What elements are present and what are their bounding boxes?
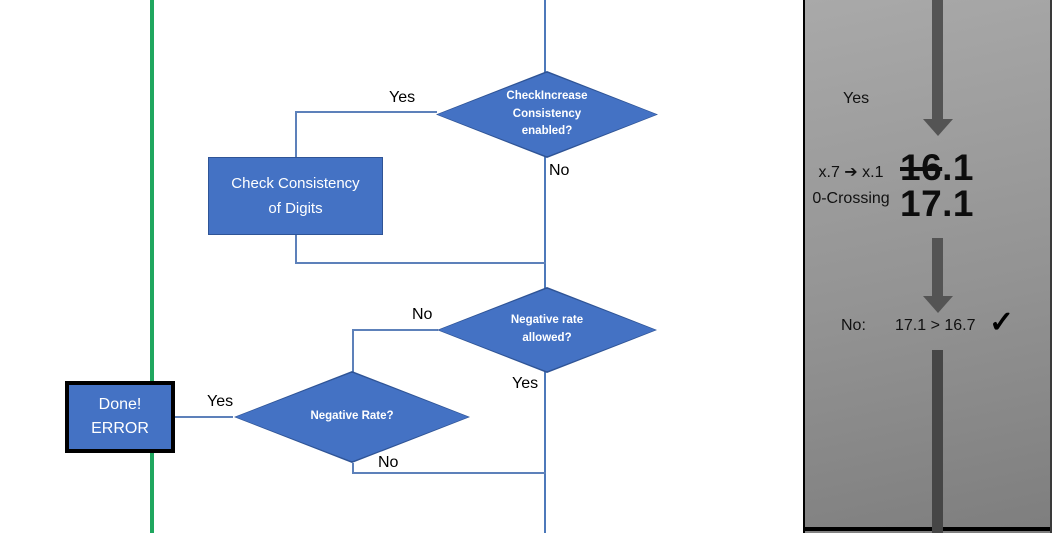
decision-negative-rate-allowed-label: Negative rate allowed? — [510, 314, 584, 344]
process-check-consistency: Check Consistency of Digits — [208, 157, 383, 235]
connector-process-out-drop — [295, 235, 297, 262]
branch-label-yes: Yes — [207, 393, 234, 410]
decision-fill: Negative rate allowed? — [438, 288, 656, 372]
green-guide-line — [150, 0, 154, 533]
branch-label-no: No — [412, 306, 433, 323]
down-arrow-icon — [932, 350, 943, 533]
terminator-done-error-label: Done! ERROR — [91, 396, 149, 437]
decision-check-increase-consistency: CheckIncrease Consistency enabled? — [436, 71, 658, 158]
rule-text: x.7 ➔ x.1 0-Crossing — [812, 164, 890, 207]
old-rate-value: 16.1 — [900, 147, 975, 188]
decision-negative-rate-allowed: Negative rate allowed? — [437, 287, 657, 373]
down-arrow-head-icon — [923, 296, 953, 313]
decision-check-increase-label: CheckIncrease Consistency enabled? — [506, 89, 588, 138]
panel-yes-label: Yes — [843, 90, 870, 107]
connector-decision3-no-to-main — [352, 472, 546, 474]
old-rate-rest: .1 — [942, 147, 975, 188]
connector-yes-to-process-drop — [295, 111, 297, 157]
old-rate-struck: 16 — [900, 147, 943, 188]
process-check-consistency-label: Check Consistency of Digits — [231, 174, 360, 218]
result-comparison: 17.1 > 16.7 — [895, 317, 976, 334]
decision-negative-rate-label: Negative Rate? — [310, 410, 394, 423]
terminator-done-error: Done! ERROR — [65, 381, 175, 453]
branch-label-no: No — [378, 454, 399, 471]
example-panel: Yes x.7 ➔ x.1 0-Crossing 16.1 17.1 No: 1… — [803, 0, 1052, 533]
main-flow-line — [544, 0, 546, 533]
connector-no-to-decision3 — [352, 329, 438, 331]
decision-fill: Negative Rate? — [235, 372, 469, 462]
decision-fill: CheckIncrease Consistency enabled? — [437, 72, 657, 157]
decision-negative-rate: Negative Rate? — [234, 371, 470, 463]
connector-decision3-no-drop — [352, 463, 354, 473]
down-arrow-icon — [932, 238, 943, 296]
down-arrow-icon — [932, 0, 943, 119]
branch-label-yes: Yes — [389, 89, 416, 106]
branch-label-yes: Yes — [512, 375, 539, 392]
new-rate-value: 17.1 — [900, 183, 975, 224]
connector-decision3-to-done — [175, 416, 233, 418]
result-label: No: — [841, 317, 866, 334]
panel-bottom-border — [805, 527, 1050, 531]
connector-no-to-decision3-drop — [352, 329, 354, 372]
down-arrow-head-icon — [923, 119, 953, 136]
connector-yes-to-process — [295, 111, 437, 113]
connector-process-out-to-main — [295, 262, 546, 264]
branch-label-no: No — [549, 162, 570, 179]
check-icon: ✓ — [989, 306, 1015, 339]
